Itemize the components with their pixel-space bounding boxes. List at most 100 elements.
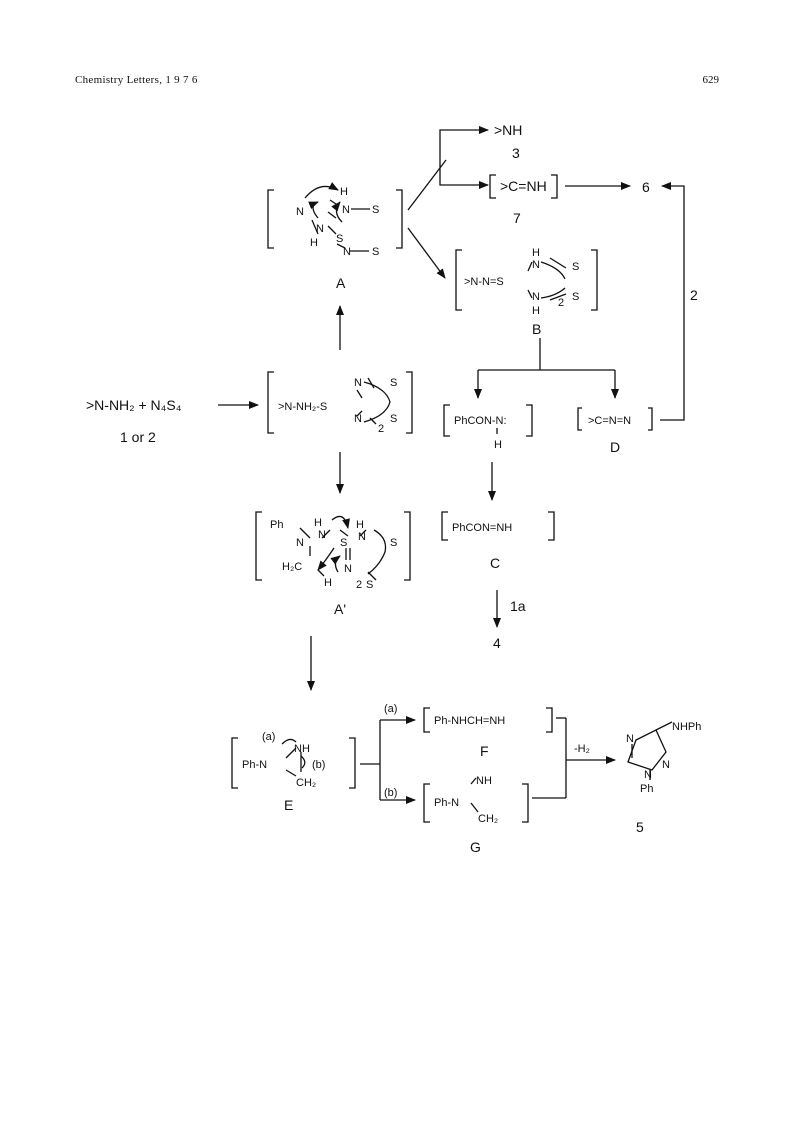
svg-text:NH: NH [476, 775, 492, 787]
svg-text:N: N [358, 531, 366, 543]
bracket-left-7 [489, 174, 496, 199]
product-5: 5 [636, 819, 644, 835]
reagent-1a: 1a [510, 598, 526, 614]
product-CNH: >C=NH [500, 178, 547, 194]
minus-H2: -H₂ [574, 743, 590, 755]
label-C: C [490, 555, 500, 571]
reagent-2-side: 2 [690, 287, 698, 303]
bracket-right-nitrene [526, 404, 533, 437]
bracket-left-F [423, 707, 430, 733]
bracket-right-7 [551, 174, 558, 199]
bond-break-b [300, 755, 306, 769]
curved-arrow-A3 [308, 201, 319, 219]
D-text: >C=N=N [588, 415, 631, 427]
bracket-left-B [455, 249, 462, 311]
svg-text:S: S [336, 233, 343, 245]
svg-text:N: N [316, 223, 324, 235]
nitrene-text: PhCON-N: [454, 415, 507, 427]
scheme-text: >NH 3 >C=NH 7 6 2 N H N S N S H N S A >N… [86, 122, 701, 855]
ring-arc-int [363, 381, 391, 423]
svg-text:H: H [532, 305, 540, 317]
svg-text:2: 2 [356, 579, 362, 591]
ring-arc-Ap [367, 529, 387, 575]
triazole-Ph: Ph [640, 783, 653, 795]
curved-arrow-Ap2 [317, 547, 335, 571]
svg-text:Ph-N: Ph-N [242, 759, 267, 771]
svg-text:N: N [532, 259, 540, 271]
svg-text:H₂C: H₂C [282, 561, 302, 573]
svg-text:Ph: Ph [270, 519, 283, 531]
label-D: D [610, 439, 620, 455]
product-3: 3 [512, 145, 520, 161]
svg-text:N: N [296, 206, 304, 218]
curved-arrow-A1 [304, 182, 339, 199]
bracket-left-C [441, 511, 448, 541]
svg-text:2: 2 [378, 423, 384, 435]
C-text: PhCON=NH [452, 522, 512, 534]
svg-text:S: S [390, 537, 397, 549]
bracket-left-nitrene [443, 404, 450, 437]
product-NH: >NH [494, 122, 522, 138]
label-F: F [480, 743, 489, 759]
curved-arrow-A2 [331, 201, 343, 223]
svg-text:N: N [344, 563, 352, 575]
arrow-D-to-6 [660, 182, 685, 421]
svg-text:H: H [314, 517, 322, 529]
page-number: 629 [702, 74, 720, 86]
svg-text:(a): (a) [262, 731, 275, 743]
bracket-right-A [396, 189, 403, 249]
triazole-ring [627, 729, 667, 771]
label-path-b: (b) [384, 787, 397, 799]
ring-arc-B-bot [540, 287, 566, 299]
svg-text:N: N [342, 204, 350, 216]
curved-arrow-Ap3 [330, 555, 341, 573]
bracket-right-E [349, 737, 356, 789]
triazole-NHPh: NHPh [672, 721, 701, 733]
product-4: 4 [493, 635, 501, 651]
svg-text:S: S [372, 246, 379, 258]
intermediate-text: >N-NH₂-S [278, 401, 327, 413]
svg-text:S: S [372, 204, 379, 216]
label-B: B [532, 321, 541, 337]
svg-text:H: H [340, 186, 348, 198]
label-E: E [284, 797, 293, 813]
svg-text:NH: NH [294, 743, 310, 755]
arrow-to-7 [439, 178, 489, 189]
bracket-left-int [267, 371, 274, 434]
bracket-right-G [522, 783, 529, 823]
F-text: Ph-NHCH=NH [434, 715, 505, 727]
svg-text:S: S [390, 377, 397, 389]
arrow-to-3 [439, 126, 489, 178]
bracket-left-G [423, 783, 430, 823]
bracket-right-B [591, 249, 598, 311]
bracket-left-E [231, 737, 238, 789]
svg-text:N: N [532, 291, 540, 303]
svg-text:S: S [572, 291, 579, 303]
svg-text:S: S [366, 579, 373, 591]
svg-text:CH₂: CH₂ [296, 777, 316, 789]
svg-text:S: S [572, 261, 579, 273]
svg-text:N: N [296, 537, 304, 549]
bracket-right-F [546, 707, 553, 733]
curved-arrow-Ap1 [331, 515, 350, 529]
arrow-to-B [407, 227, 446, 279]
svg-text:(b): (b) [312, 759, 325, 771]
svg-text:N: N [644, 769, 652, 781]
bracket-right-int [406, 371, 413, 434]
svg-text:2: 2 [558, 297, 564, 309]
journal-header: Chemistry Letters, 1 9 7 6 [75, 74, 198, 86]
label-A: A [336, 275, 346, 291]
product-7: 7 [513, 210, 521, 226]
svg-text:CH₂: CH₂ [478, 813, 498, 825]
svg-text:H: H [324, 577, 332, 589]
bracket-right-C [548, 511, 555, 541]
svg-text:Ph-N: Ph-N [434, 797, 459, 809]
bond-break-a [281, 738, 297, 745]
svg-text:S: S [390, 413, 397, 425]
label-G: G [470, 839, 481, 855]
svg-text:N: N [343, 246, 351, 258]
svg-text:H: H [532, 247, 540, 259]
B-text: >N-N=S [464, 276, 504, 288]
ring-arc-B-top [540, 261, 566, 280]
